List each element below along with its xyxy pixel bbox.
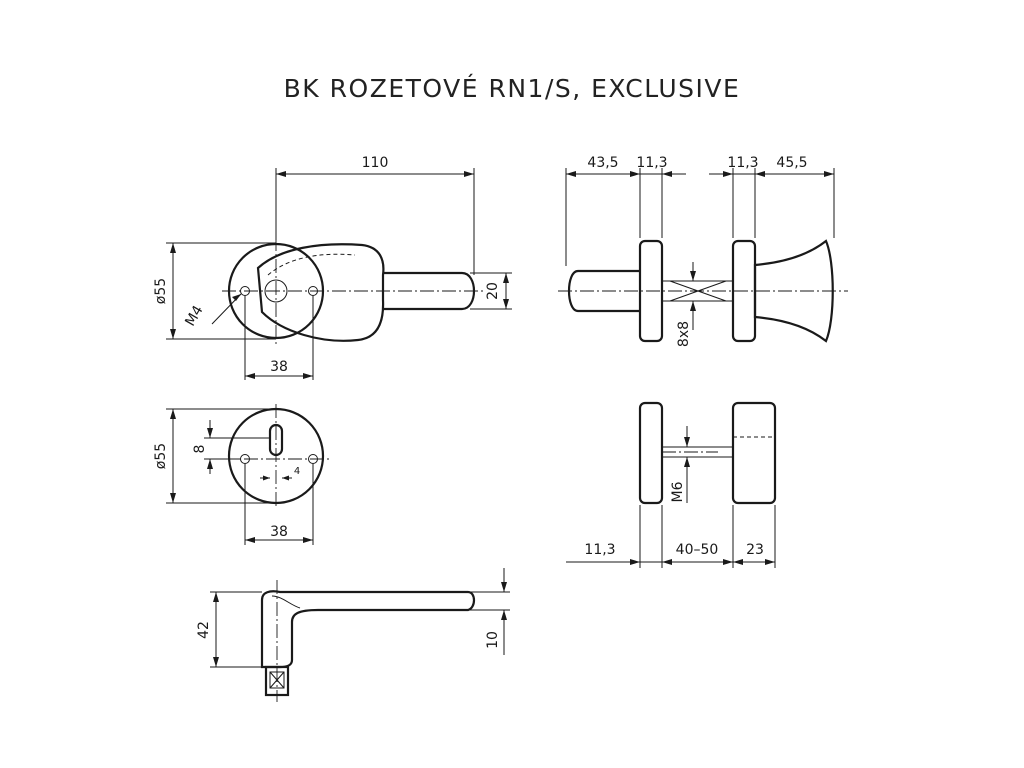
knob-side-view: M6 11,3 40–50 23 [566,401,777,568]
dim-key-screw-spacing: 38 [270,524,288,540]
spindle-hole [264,279,288,303]
dim-side-right-rose: 11,3 [727,155,758,171]
lever-hidden-edge [267,253,356,276]
dim-knob-door: 40–50 [676,542,719,558]
dim-knob-depth: 23 [746,542,764,558]
knob-body [731,401,777,505]
lever-side-outline [260,590,476,669]
dim-screw-spacing-top: 38 [270,359,288,375]
key-rose-front-view: ø55 8 4 38 [153,404,330,545]
dim-knob-screw: M6 [670,481,686,502]
side-knob-body [753,239,834,343]
lever-body-outline [256,243,385,342]
knob-rose-left [638,401,664,505]
drawing-title: BK ROZETOVÉ RN1/S, EXCLUSIVE [283,74,741,103]
dim-side-left-depth: 43,5 [587,155,618,171]
dim-key-rose-diameter: ø55 [153,443,169,469]
dim-grip-height: 20 [485,282,501,300]
dim-lever-length: 110 [362,155,389,171]
dim-lever-side-height: 42 [196,621,212,639]
dim-square-spindle: 8x8 [676,321,692,347]
dim-key-small: 4 [294,466,300,477]
lever-front-view: 110 ø55 M4 38 20 [153,155,512,380]
dim-side-left-rose: 11,3 [636,155,667,171]
dim-screw-m4: M4 [182,303,206,329]
lever-side-inner-edge [271,595,301,609]
dim-key-height: 8 [192,445,208,454]
lever-side-view: 42 10 [196,568,510,702]
dim-rose-diameter: ø55 [153,278,169,304]
dim-lever-side-thickness: 10 [485,631,501,649]
side-assembly-view: 43,5 11,3 11,3 45,5 8x8 [558,155,848,347]
dim-knob-rose: 11,3 [584,542,615,558]
dim-side-right-depth: 45,5 [776,155,807,171]
